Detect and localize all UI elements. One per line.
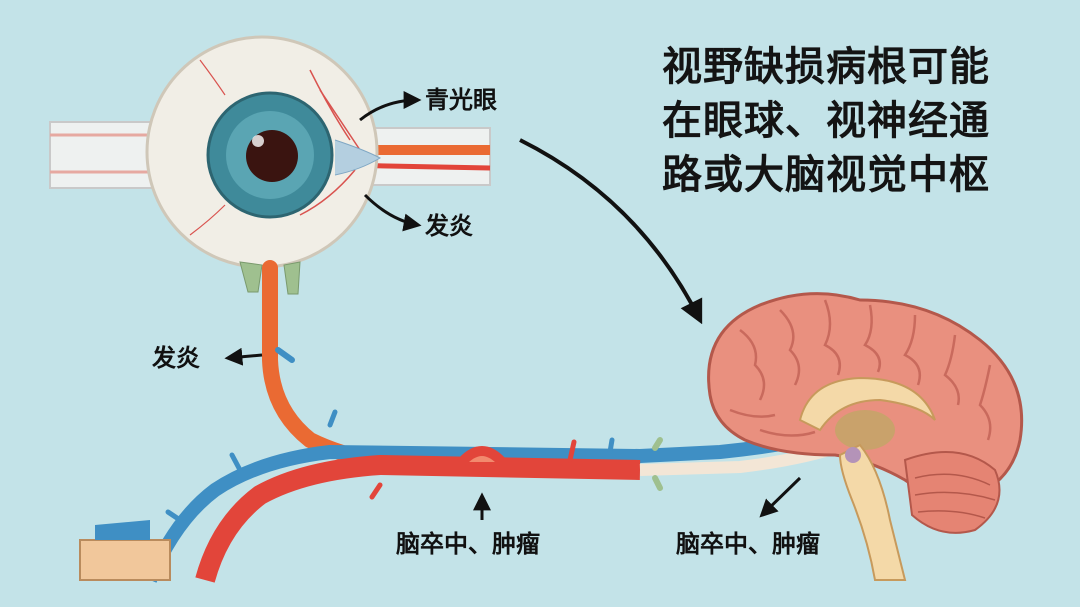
arrow-inflammation-eye xyxy=(363,193,422,232)
label-stroke-tumor-brain: 脑卒中、肿瘤 xyxy=(676,530,820,558)
headline-line-1: 视野缺损病根可能 xyxy=(662,44,990,90)
arrow-inflammation-nerve xyxy=(224,347,263,366)
pathway-bulge xyxy=(458,446,506,466)
thalamus xyxy=(835,410,895,450)
arrow-glaucoma xyxy=(359,91,422,122)
brainstem xyxy=(838,443,907,581)
annotation-arrows xyxy=(224,91,802,520)
arrow-stroke-brain xyxy=(759,476,802,518)
corpus-callosum xyxy=(798,376,936,432)
eyeball xyxy=(145,35,382,269)
vessel-branches xyxy=(165,409,615,523)
arrow-to-brain xyxy=(519,138,703,325)
vessel-base-block xyxy=(79,520,171,581)
eye-muscles xyxy=(239,261,301,295)
label-inflammation-eye: 发炎 xyxy=(425,212,473,240)
artery-vessel xyxy=(195,454,641,583)
pituitary xyxy=(845,447,861,463)
nerve-branch xyxy=(275,347,295,363)
label-stroke-tumor-pathway: 脑卒中、肿瘤 xyxy=(396,530,540,558)
headline-line-2: 在眼球、视神经通 xyxy=(662,98,990,144)
brain xyxy=(707,292,1024,581)
label-glaucoma: 青光眼 xyxy=(425,86,497,114)
headline-line-3: 路或大脑视觉中枢 xyxy=(662,152,990,198)
label-inflammation-nerve: 发炎 xyxy=(152,344,200,372)
headline: 视野缺损病根可能 在眼球、视神经通 路或大脑视觉中枢 xyxy=(662,40,990,202)
